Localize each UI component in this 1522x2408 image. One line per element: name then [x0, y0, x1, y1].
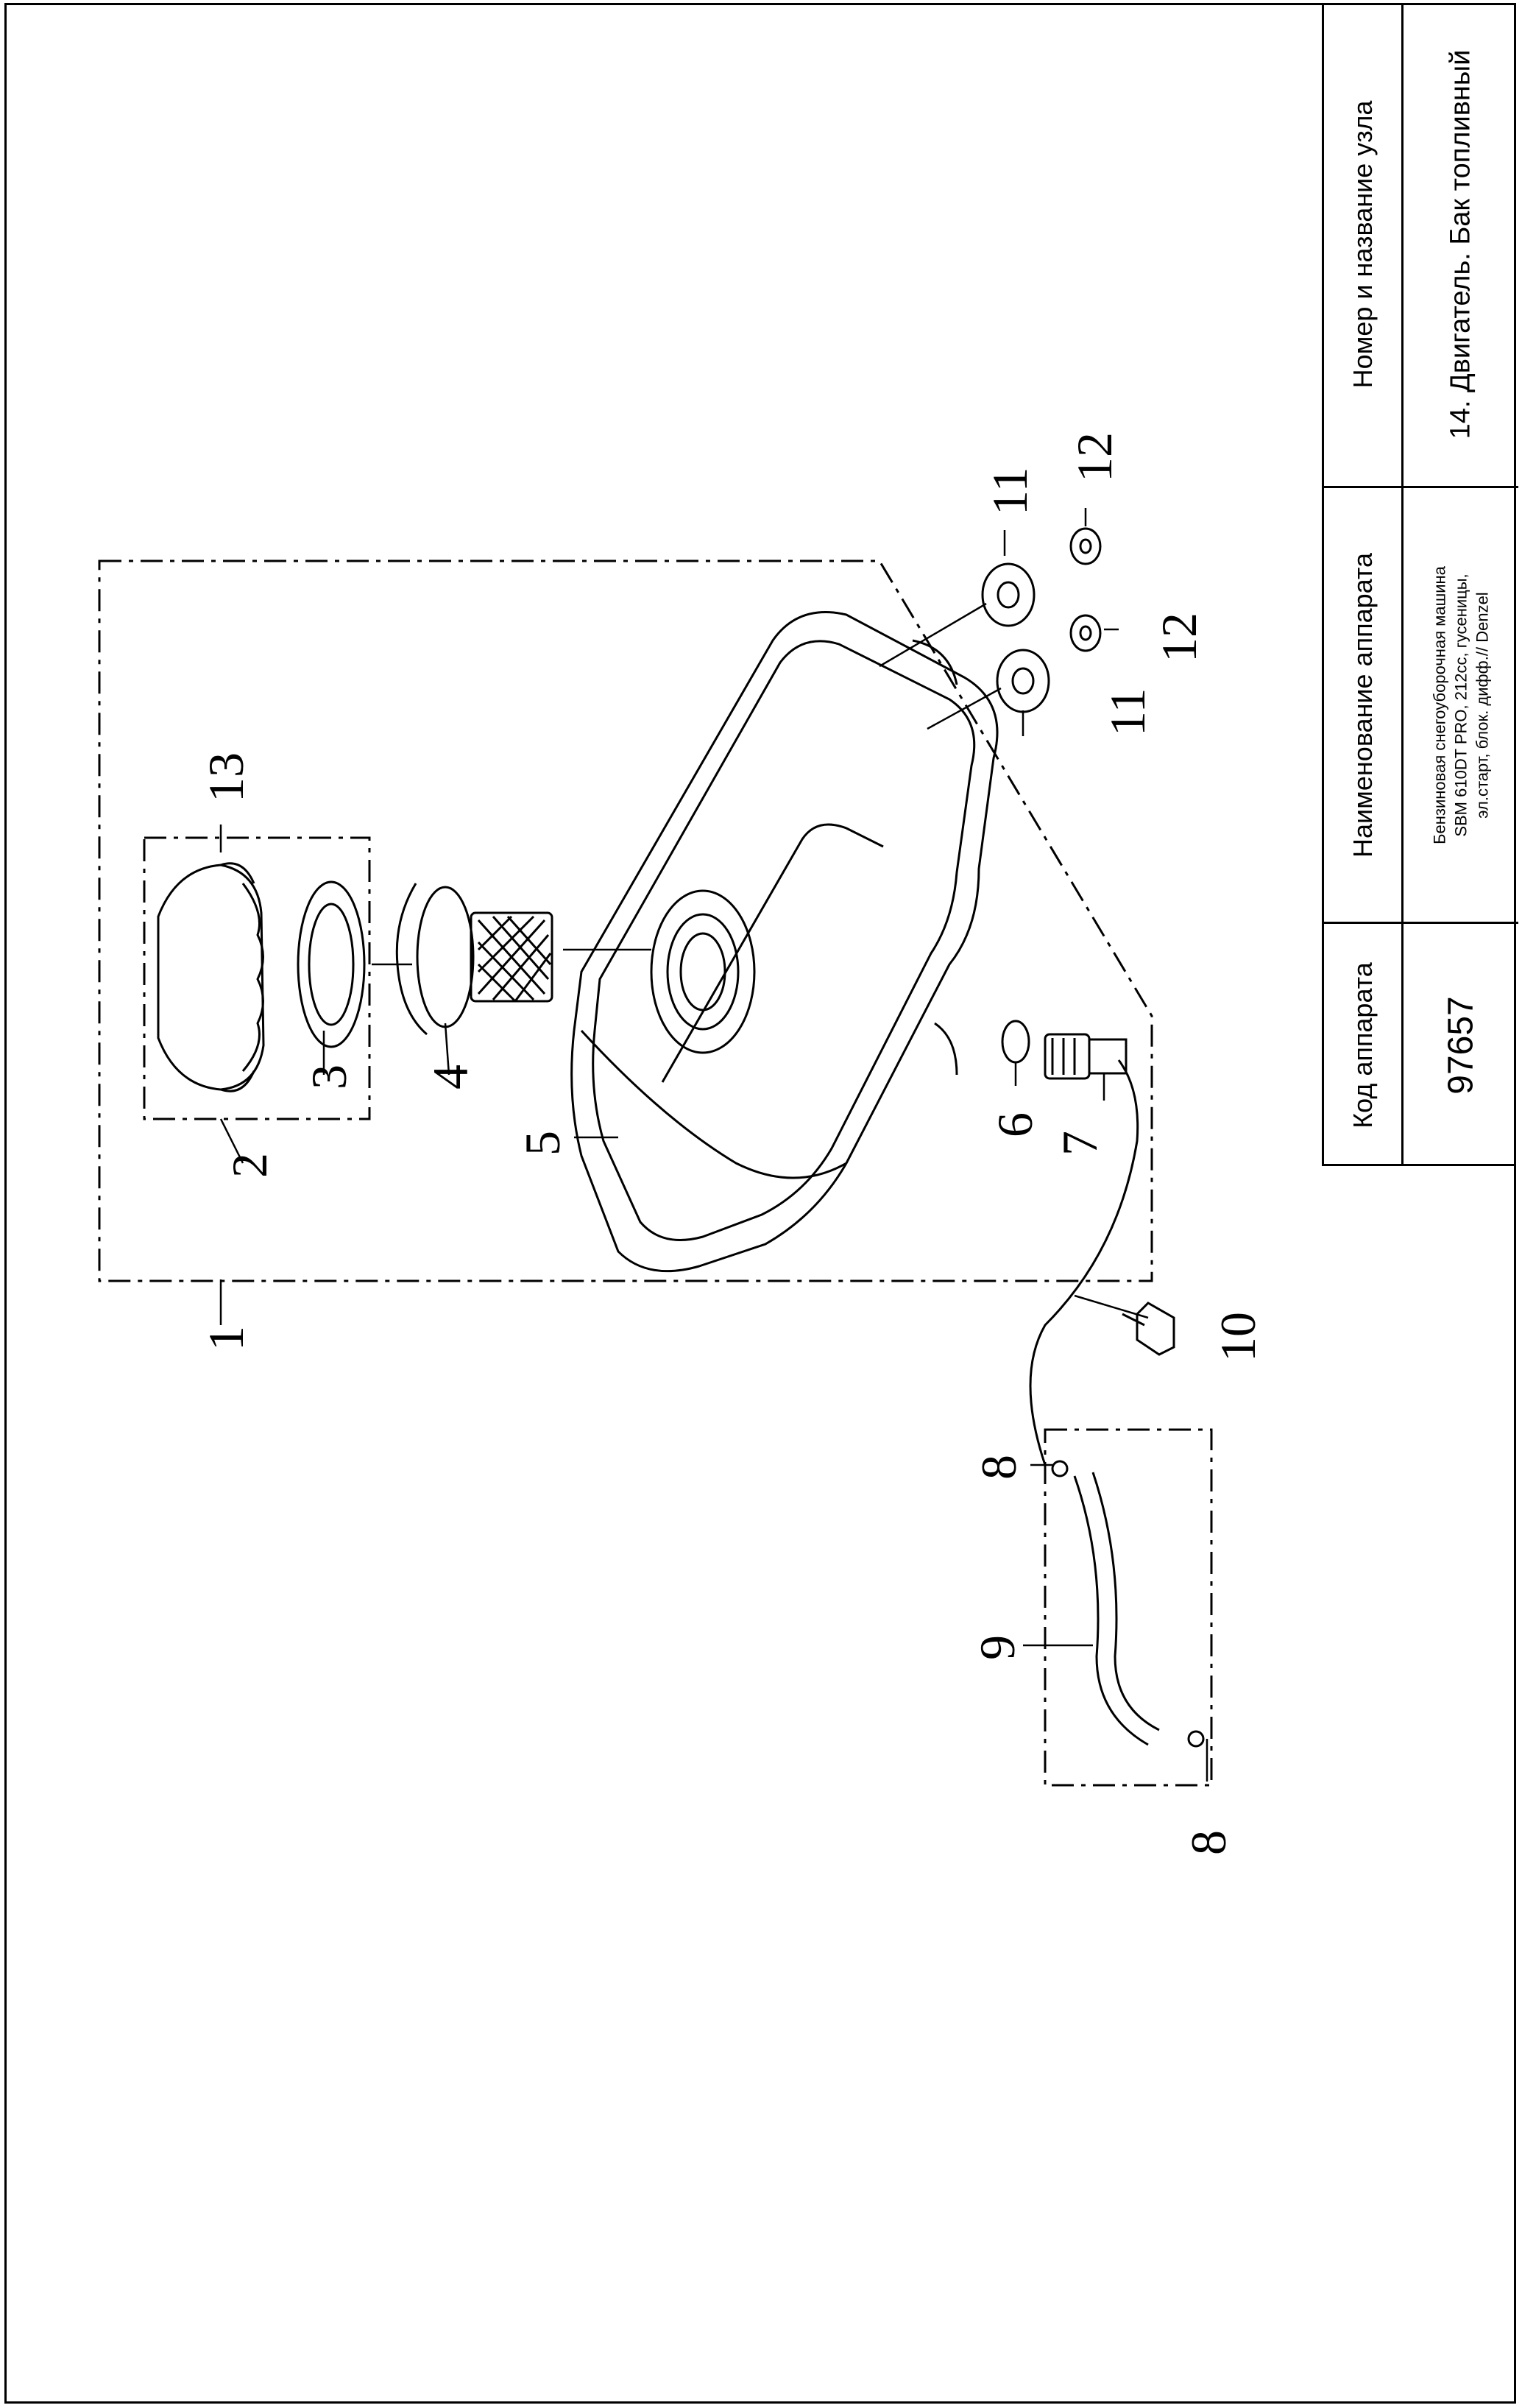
fuel-tank	[570, 611, 999, 1273]
callout-11b: 11	[1100, 688, 1155, 736]
node-header-cell: Номер и название узла	[1324, 3, 1401, 486]
fuel-strainer	[395, 883, 553, 1036]
leader-lines	[219, 508, 1208, 1782]
callout-6: 6	[987, 1112, 1043, 1137]
callout-3: 3	[301, 1064, 357, 1090]
cap-gasket	[297, 880, 366, 1048]
name-header-cell: Наименование аппарата	[1324, 486, 1401, 922]
code-value-cell: 97657	[1404, 922, 1518, 1166]
title-block: Номер и название узла Наименование аппар…	[1322, 3, 1518, 1166]
title-block-headers: Номер и название узла Наименование аппар…	[1324, 3, 1404, 1164]
assembly-1-boundary	[98, 559, 1153, 1282]
node-value-cell: 14. Двигатель. Бак топливный	[1404, 3, 1518, 486]
callout-8b: 8	[1181, 1830, 1236, 1855]
group-8-9-boundary	[1044, 1428, 1213, 1787]
callout-8a: 8	[971, 1455, 1027, 1480]
drawing-frame	[4, 3, 1516, 2404]
callouts: 1 2 3 4 5 6 7 8 9 8 10 11 12 11 12 13	[198, 432, 1266, 1855]
callout-2: 2	[222, 1153, 277, 1178]
group-2-boundary	[143, 836, 371, 1120]
callout-5: 5	[514, 1131, 570, 1156]
callout-13: 13	[198, 752, 254, 802]
fuel-outlet-fitting	[1001, 1020, 1128, 1080]
code-header: Код аппарата	[1347, 961, 1378, 1129]
node-value: 14. Двигатель. Бак топливный	[1445, 49, 1476, 439]
callout-12b: 12	[1151, 612, 1207, 663]
callout-10: 10	[1210, 1312, 1266, 1362]
code-value: 97657	[1441, 995, 1481, 1095]
callout-4: 4	[422, 1064, 478, 1090]
bolt	[1122, 1302, 1175, 1356]
node-header: Номер и название узла	[1347, 100, 1378, 389]
fuel-line	[1029, 1059, 1205, 1748]
callout-7: 7	[1052, 1131, 1108, 1156]
title-block-values: 14. Двигатель. Бак топливный Бензиновая …	[1404, 3, 1518, 1164]
washers	[981, 527, 1102, 713]
fuel-cap	[157, 862, 265, 1092]
model-name-line: SBM 610DT PRO, 212cc, гусеницы,	[1451, 573, 1470, 837]
name-value-cell: Бензиновая снегоуборочная машина SBM 610…	[1404, 486, 1518, 922]
callout-9: 9	[969, 1635, 1025, 1660]
name-header: Наименование аппарата	[1347, 552, 1378, 858]
code-header-cell: Код аппарата	[1324, 922, 1401, 1166]
callout-1: 1	[198, 1326, 254, 1351]
model-name-line: эл.старт, блок. дифф.// Denzel	[1473, 591, 1492, 819]
model-name: Бензиновая снегоуборочная машина SBM 610…	[1429, 499, 1493, 911]
callout-11a: 11	[982, 467, 1038, 515]
callout-12a: 12	[1066, 432, 1122, 482]
model-name-line: Бензиновая снегоуборочная машина	[1430, 565, 1449, 844]
